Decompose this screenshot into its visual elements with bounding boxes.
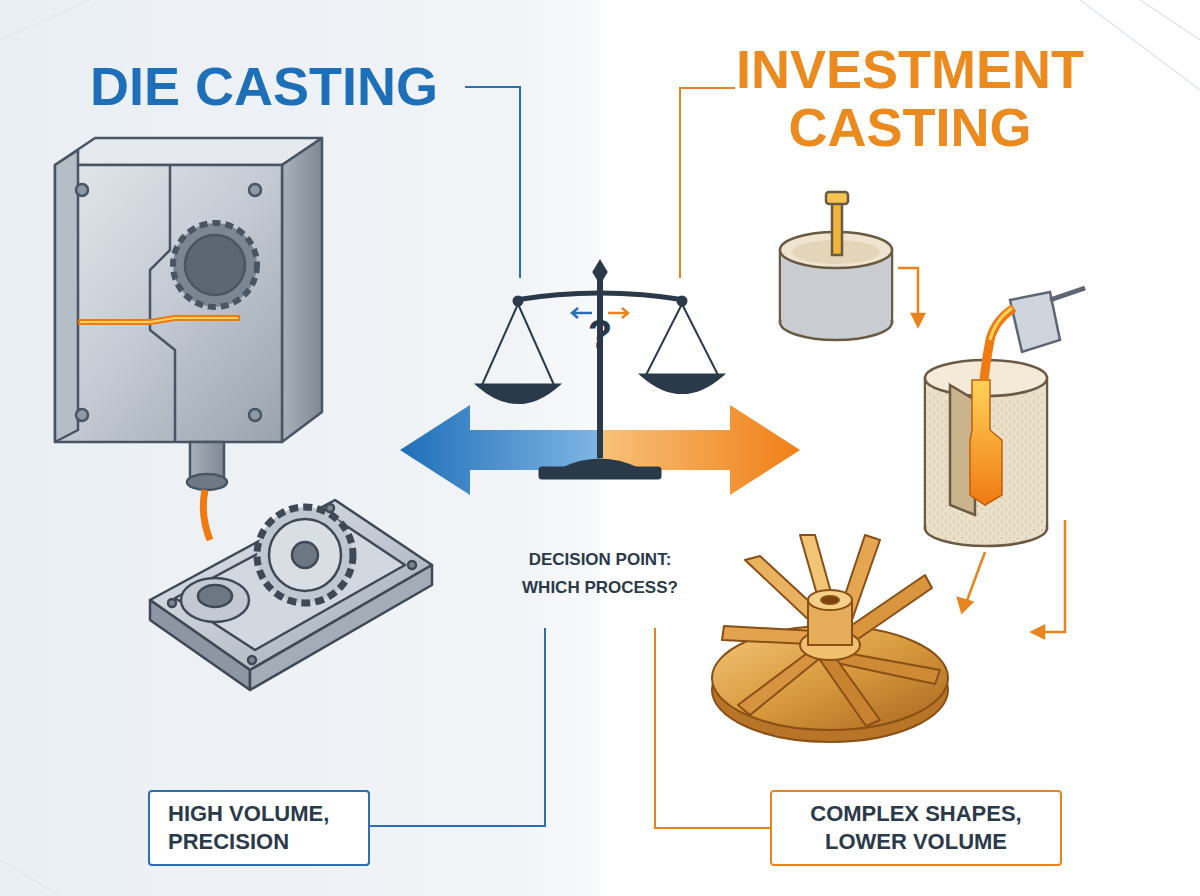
- gear-housing: [150, 500, 432, 690]
- leader-line: [680, 88, 735, 278]
- box-text: COMPLEX SHAPES, LOWER VOLUME: [790, 800, 1042, 856]
- ladle: [984, 288, 1085, 380]
- leader-line: [370, 628, 545, 826]
- metal-stream: [203, 490, 210, 540]
- ceramic-mold: [925, 360, 1047, 546]
- right-arrow: [600, 405, 800, 495]
- pour-stream: [984, 308, 1014, 380]
- arrow-head: [912, 314, 924, 326]
- die-top: [55, 138, 322, 165]
- wax-pattern: [832, 200, 842, 255]
- bolt: [249, 409, 261, 421]
- gear-cavity-inner: [185, 235, 245, 295]
- section-title: INVESTMENT CASTING: [700, 40, 1120, 156]
- scale-pillar: [597, 280, 603, 458]
- process-arrows: [898, 268, 1065, 638]
- gear: [257, 507, 353, 603]
- hub-hole: [821, 596, 839, 604]
- arrow-head: [1032, 626, 1044, 638]
- ladle-handle: [1050, 288, 1085, 300]
- molten-cavity: [970, 380, 1002, 505]
- bolt: [249, 184, 261, 196]
- mold-fill: [926, 378, 1046, 526]
- gear-cavity: [173, 223, 257, 307]
- leader-line: [465, 87, 520, 278]
- mold-body: [925, 378, 1047, 528]
- die-block: [55, 138, 322, 540]
- die-front: [55, 165, 282, 442]
- pan-strings: [646, 304, 718, 375]
- molten-channel: [78, 318, 240, 322]
- summary-box: HIGH VOLUME, PRECISION: [148, 790, 370, 866]
- beam-end: [678, 297, 686, 305]
- slurry-dip: [780, 192, 892, 340]
- boss: [181, 578, 249, 622]
- gear-face: [269, 519, 341, 591]
- nozzle-tip: [187, 474, 227, 490]
- parting-line: [150, 165, 175, 442]
- bolt: [326, 504, 334, 512]
- scale-finial: [594, 262, 606, 282]
- blade: [820, 650, 880, 726]
- right-panel: [600, 0, 1200, 896]
- die-side: [282, 138, 322, 442]
- bolt: [248, 656, 256, 664]
- left-pan: [478, 385, 558, 403]
- question-mark: ?: [575, 312, 625, 356]
- pour-highlight: [990, 308, 1012, 340]
- gear-hub: [292, 542, 318, 568]
- arrow-head: [958, 598, 972, 612]
- section-title: DIE CASTING: [90, 56, 510, 116]
- left-panel: [0, 0, 600, 896]
- housing-body: [175, 515, 405, 650]
- pan-strings: [482, 304, 554, 385]
- scale-foot: [540, 468, 660, 478]
- bolt: [408, 561, 416, 569]
- balance-scale: [478, 262, 722, 478]
- left-arrow: [400, 405, 600, 495]
- hub-top: [808, 590, 852, 610]
- wax-pattern-top: [826, 192, 848, 204]
- decision-note: DECISION POINT: WHICH PROCESS?: [500, 546, 700, 602]
- bolt: [76, 409, 88, 421]
- scale-beam: [515, 293, 685, 300]
- bolt: [168, 599, 176, 607]
- flow-arrow: [1038, 520, 1065, 632]
- box-text: HIGH VOLUME, PRECISION: [168, 800, 350, 856]
- summary-box: COMPLEX SHAPES, LOWER VOLUME: [770, 790, 1062, 866]
- impeller: [712, 535, 948, 742]
- right-pan: [642, 375, 722, 393]
- die-plate: [55, 150, 78, 442]
- bolt: [76, 184, 88, 196]
- molten-highlight: [80, 318, 238, 322]
- beam-end: [514, 297, 522, 305]
- boss-hole: [198, 585, 232, 607]
- flow-arrow: [965, 552, 985, 606]
